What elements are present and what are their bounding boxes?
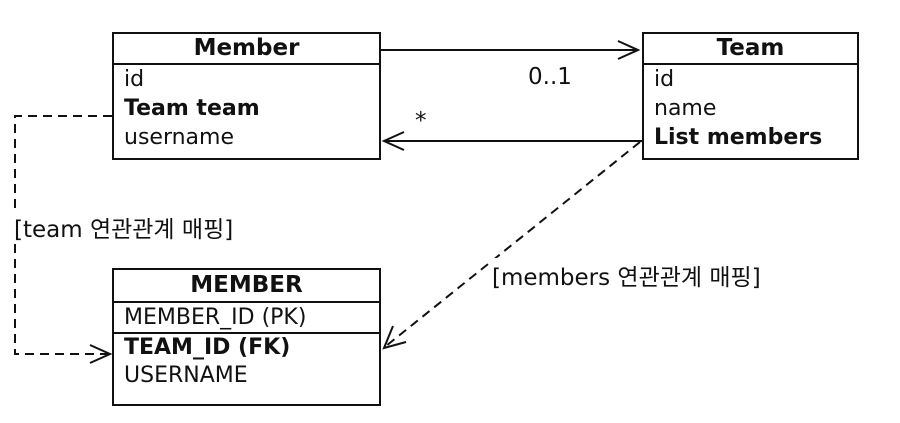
member-table-col-username: USERNAME	[124, 363, 248, 388]
member-table-col-team-id: TEAM_ID (FK)	[114, 332, 379, 361]
members-mapping-arrowhead	[382, 325, 407, 350]
members-mapping-dashed-line	[385, 141, 641, 347]
team-field-name: name	[654, 96, 717, 121]
member-to-team-arrowhead	[617, 40, 641, 60]
member-table-box: MEMBER MEMBER_ID (PK) TEAM_ID (FK) USERN…	[112, 268, 381, 406]
team-mapping-arrowhead	[89, 344, 113, 364]
team-to-member-arrowhead	[381, 131, 405, 151]
member-class-box: Member id Team team username	[112, 32, 381, 160]
member-table-col-member-id: MEMBER_ID (PK)	[124, 305, 307, 330]
team-field-id: id	[654, 67, 675, 92]
team-to-member-multiplicity: *	[415, 108, 427, 134]
member-field-team: Team team	[124, 96, 260, 121]
members-mapping-label: [members 연관관계 매핑]	[492, 258, 761, 292]
member-field-username: username	[124, 125, 234, 150]
member-table-title: MEMBER	[114, 270, 379, 303]
team-field-members: List members	[654, 125, 823, 150]
team-class-box: Team id name List members	[642, 32, 859, 160]
member-class-title: Member	[114, 34, 379, 65]
member-to-team-multiplicity: 0..1	[528, 64, 572, 90]
team-mapping-label: [team 연관관계 매핑]	[14, 210, 234, 244]
member-field-id: id	[124, 67, 145, 92]
team-class-title: Team	[644, 34, 857, 65]
